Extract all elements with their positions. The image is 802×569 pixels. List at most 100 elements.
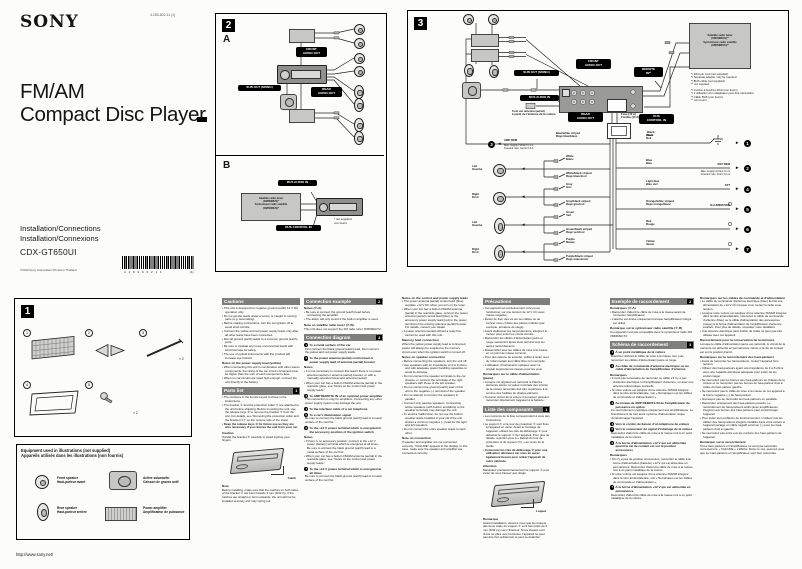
head-unit-rear xyxy=(559,86,643,113)
sub-heading: Note on connection xyxy=(402,436,431,441)
bullet-item: • Une antenne électrique sans boîtier de… xyxy=(700,329,783,338)
bullet-item: • Lorsque cet appareil est raccordé à d'… xyxy=(483,379,548,395)
barcode-suffix: (1) xyxy=(190,270,194,274)
item-number: 4 xyxy=(304,406,309,412)
bullet-item: • The bracket ① and the protection colla… xyxy=(222,403,299,422)
bullet-item: • Before making connections, turn the ca… xyxy=(222,321,294,329)
right-arrow-icon: ► xyxy=(735,186,740,191)
paragraph: This unit does not support the XM radio … xyxy=(304,326,382,331)
connection-number: 4 xyxy=(744,185,751,193)
barcode-digits: 4 1 8 3 6 0 2 1 1 xyxy=(124,270,163,274)
bullet-item: • When your car has a built-in FM/AM ant… xyxy=(304,380,383,392)
equipment-label: Active subwoofer Caisson de graves actif xyxy=(143,476,179,485)
paragraph: Branchez d'abord le câble de mise à la m… xyxy=(611,354,684,362)
footnotes-en: *¹ RCA pin cord (not supplied) *² Separa… xyxy=(691,72,737,87)
subtitle: Installation/Connections Installation/Co… xyxy=(20,224,101,243)
paragraph: Si les haut-parleurs et l'amplificateur … xyxy=(700,443,785,455)
sub-heading: Attention xyxy=(483,463,497,468)
item-number: 2 xyxy=(304,356,309,361)
bullet-item: • Utilisez des haut-parleurs ayant une i… xyxy=(700,366,784,378)
sub-heading: Notes on the power supply lead (yellow) xyxy=(222,361,281,365)
speaker-icon xyxy=(354,131,364,145)
bullet-item: • The power antenna (aerial) control lea… xyxy=(402,299,466,308)
part-quantity: × 2 xyxy=(133,411,138,415)
section3-number: 3 xyxy=(414,17,427,30)
text-column-3: Notes on the control and power supply le… xyxy=(402,295,468,565)
unit-illustration: Loquet xyxy=(483,478,550,516)
item-number: 3 xyxy=(304,393,309,399)
left-arrow-icon: ◄ xyxy=(521,166,526,171)
left-arrow-icon: ◄ xyxy=(497,141,502,146)
bullet-item: • It is not necessary to connect this le… xyxy=(304,369,382,381)
right-arrow-icon: ► xyxy=(735,226,740,231)
bus-audio-in-tag: BUS AUDIO IN xyxy=(278,180,317,187)
bus-audio-in-tag: BUS AUDIO IN xyxy=(520,95,559,102)
paragraph: Be sure to connect the black ground (ear… xyxy=(305,416,382,425)
bullet-item: • When your car has a built-in FM/AM ant… xyxy=(304,453,383,466)
text-column-4: Précautions• Cet appareil est exclusivem… xyxy=(483,295,550,565)
connection-number: 6 xyxy=(744,225,751,233)
bullet-item: • If there is no accessory position, con… xyxy=(304,438,379,454)
bullet-item: • Do not attempt to connect the speakers… xyxy=(402,393,459,401)
copyright: ©2010 Sony Corporation Printed in Thaila… xyxy=(20,268,77,272)
column-heading: Précautions xyxy=(483,297,550,306)
illustration-caption: Loquet xyxy=(536,508,546,513)
bullet-item: • Be sure to connect the ground (earth) … xyxy=(304,309,371,318)
head-unit-b xyxy=(316,198,363,216)
bullet-item: • Raccordez d'abord le câble de mise à l… xyxy=(610,309,686,318)
paragraph: Raccordez d'abord le câble de mise à la … xyxy=(611,431,693,439)
amp-rem-number: 3 xyxy=(488,140,495,148)
sub-out-mono-tag: SUB OUT (MONO) xyxy=(238,85,281,92)
sub-heading: Note on satellite radio tuner (②-B) xyxy=(304,322,354,327)
speaker-icon xyxy=(354,85,364,99)
paragraph: If speaker and amplifier are not connect… xyxy=(402,439,468,455)
part-quantity: × 2 xyxy=(179,357,184,361)
sub-out-mono-tag: SUB OUT (MONO) xyxy=(514,70,559,77)
pointer-line xyxy=(271,465,284,475)
equipment-title: Equipment used in illustrations (not sup… xyxy=(21,448,124,459)
bullet-item: • Les numéros de la liste correspondent … xyxy=(483,413,550,422)
connection-number: 1 xyxy=(744,139,751,147)
bullet-item: • L'utilisation d'instruments optiques a… xyxy=(483,363,543,371)
right-arrow-icon: ► xyxy=(735,140,740,145)
sony-logo: SONY xyxy=(20,12,79,32)
right-arrow-icon: ► xyxy=(735,206,740,211)
bullet-item: • A power antenna (aerial) without a rel… xyxy=(402,329,461,338)
panel-divider xyxy=(216,155,384,156)
sub-heading: Remarques sur le câble d'alimentation (j… xyxy=(483,371,540,380)
bullet-item: • This unit is designed for negative gro… xyxy=(222,305,299,314)
left-arrow-icon: ◄ xyxy=(521,194,526,199)
bullet-item: • When no car circuits are rated high en… xyxy=(222,376,297,384)
power-wire-color-label: Yellow Jaune xyxy=(646,239,655,247)
bullet-item: • Run all ground (earth) leads to a comm… xyxy=(222,336,298,345)
paragraph: Lorsque le câble d'alimentation jaune es… xyxy=(700,342,785,354)
antenna-plug xyxy=(525,102,536,109)
bullet-item: • Raccordez les câbles d'alimentation ja… xyxy=(483,336,545,348)
bullet-item: • Lorsque votre voiture est équipée d'un… xyxy=(700,310,787,330)
bullet-item: • Ne raccordez pas les bornes des haut-p… xyxy=(700,377,785,390)
heading-number: 3 xyxy=(687,342,693,348)
speaker-icon xyxy=(463,14,474,25)
sub-heading: Notes (②-A) xyxy=(304,305,322,310)
part-number: 5 xyxy=(85,381,93,389)
left-arrow-icon: ◄ xyxy=(521,222,526,227)
bullet-item: • Le support ① et le tour de protection … xyxy=(483,421,550,448)
equipment-label: Front speaker Haut-parleur avant xyxy=(57,476,86,485)
amplifier-front xyxy=(471,34,499,47)
sub-heading: Remarques sur les câbles de commande et … xyxy=(700,295,786,300)
power-wire-color-label: Light blue Bleu ciel xyxy=(646,179,660,187)
wire-color-label: Purple Mauve xyxy=(566,237,575,245)
paragraph: Avant l'installation, assurez-vous que l… xyxy=(483,520,548,540)
bullet-item: • Pour des raisons de sécurité, veillez … xyxy=(483,355,550,364)
bullet-item: • To avoid a malfunction, do not use the… xyxy=(402,412,467,428)
bullet-item: • Si aucun circuit de la voiture n'est a… xyxy=(483,394,550,403)
speaker-position-label: Right Droit xyxy=(472,247,480,255)
